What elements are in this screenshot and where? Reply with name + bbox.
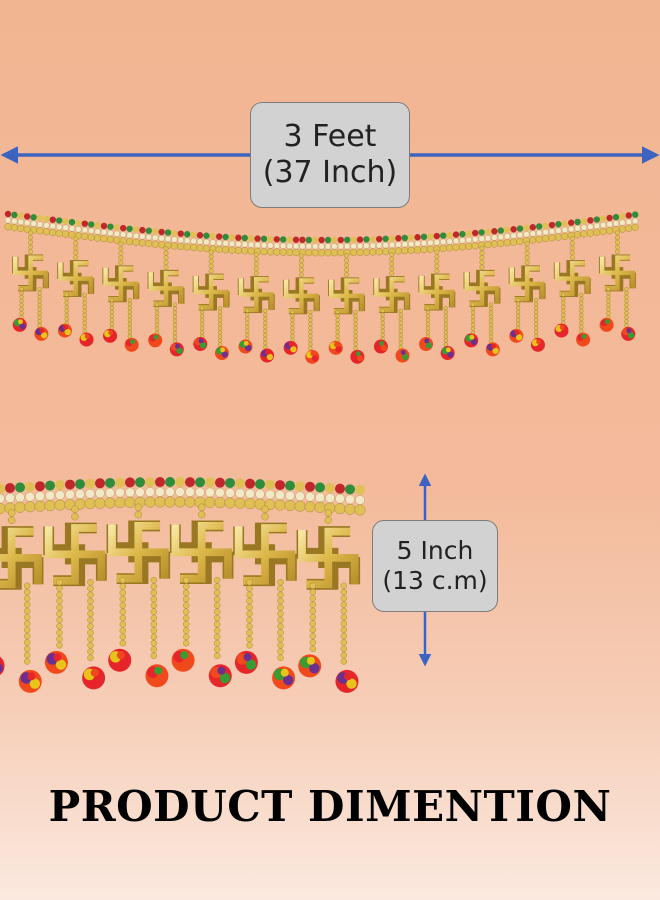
pompom	[485, 342, 500, 357]
swastika-ornament	[106, 520, 171, 585]
toran-closeup-view	[0, 477, 366, 693]
pompom	[350, 349, 365, 364]
pompom	[464, 333, 479, 348]
swastika-ornament	[508, 265, 546, 303]
pompom	[103, 328, 118, 343]
swastika-ornament	[12, 254, 50, 292]
pompom	[145, 664, 169, 688]
swastika-ornament	[296, 526, 361, 590]
swastika-ornament	[598, 254, 636, 292]
pompom	[171, 648, 195, 672]
swastika-ornament	[0, 526, 44, 590]
pompom	[108, 648, 132, 672]
pompom	[12, 317, 27, 332]
swastika-ornament	[237, 276, 275, 313]
pompom	[79, 332, 94, 347]
swastika-ornament	[57, 260, 95, 298]
pompom	[238, 339, 253, 354]
width-label: 3 Feet (37 Inch)	[250, 102, 410, 208]
pompom	[124, 337, 139, 352]
pompom	[214, 346, 229, 361]
pompom	[440, 346, 455, 361]
pompom	[82, 666, 106, 690]
height-label: 5 Inch (13 c.m)	[372, 520, 498, 612]
pompom	[272, 666, 296, 690]
swastika-ornament	[43, 522, 107, 587]
pompom	[328, 340, 343, 355]
swastika-ornament	[328, 277, 366, 315]
pompom	[148, 333, 163, 348]
pompom	[335, 669, 359, 693]
pompom	[305, 349, 320, 364]
pompom	[373, 339, 388, 354]
swastika-ornament	[282, 277, 320, 315]
pompom	[0, 656, 5, 676]
swastika-ornament	[192, 273, 230, 311]
swastika-ornament	[418, 273, 456, 311]
pompom	[234, 650, 258, 674]
pompom	[509, 328, 524, 343]
pompom	[576, 332, 591, 347]
pompom	[44, 650, 68, 674]
pompom	[193, 337, 208, 352]
pompom	[554, 323, 569, 338]
pompom	[260, 348, 275, 363]
pompom	[18, 669, 42, 693]
pompom	[169, 342, 184, 357]
pompom	[530, 337, 545, 352]
swastika-ornament	[147, 269, 185, 307]
pompom	[298, 654, 322, 678]
width-label-inch: (37 Inch)	[262, 155, 398, 190]
swastika-ornament	[102, 265, 140, 303]
pompom	[395, 348, 410, 363]
swastika-ornament	[373, 276, 411, 313]
pompom	[419, 337, 434, 352]
pompom	[621, 326, 636, 341]
swastika-ornament	[169, 520, 234, 585]
pompom	[599, 317, 614, 332]
height-label-cm: (13 c.m)	[382, 566, 488, 595]
pompom	[208, 664, 232, 688]
swastika-ornament	[233, 522, 297, 587]
toran-full-view	[4, 210, 639, 364]
swastika-ornament	[463, 269, 501, 307]
pompom	[57, 323, 72, 338]
page-title: PRODUCT DIMENTION	[48, 782, 612, 831]
height-label-inch: 5 Inch	[396, 536, 474, 565]
pompom	[34, 326, 49, 341]
swastika-ornament	[553, 260, 591, 298]
pompom	[283, 340, 298, 355]
width-label-feet: 3 Feet	[283, 119, 377, 154]
